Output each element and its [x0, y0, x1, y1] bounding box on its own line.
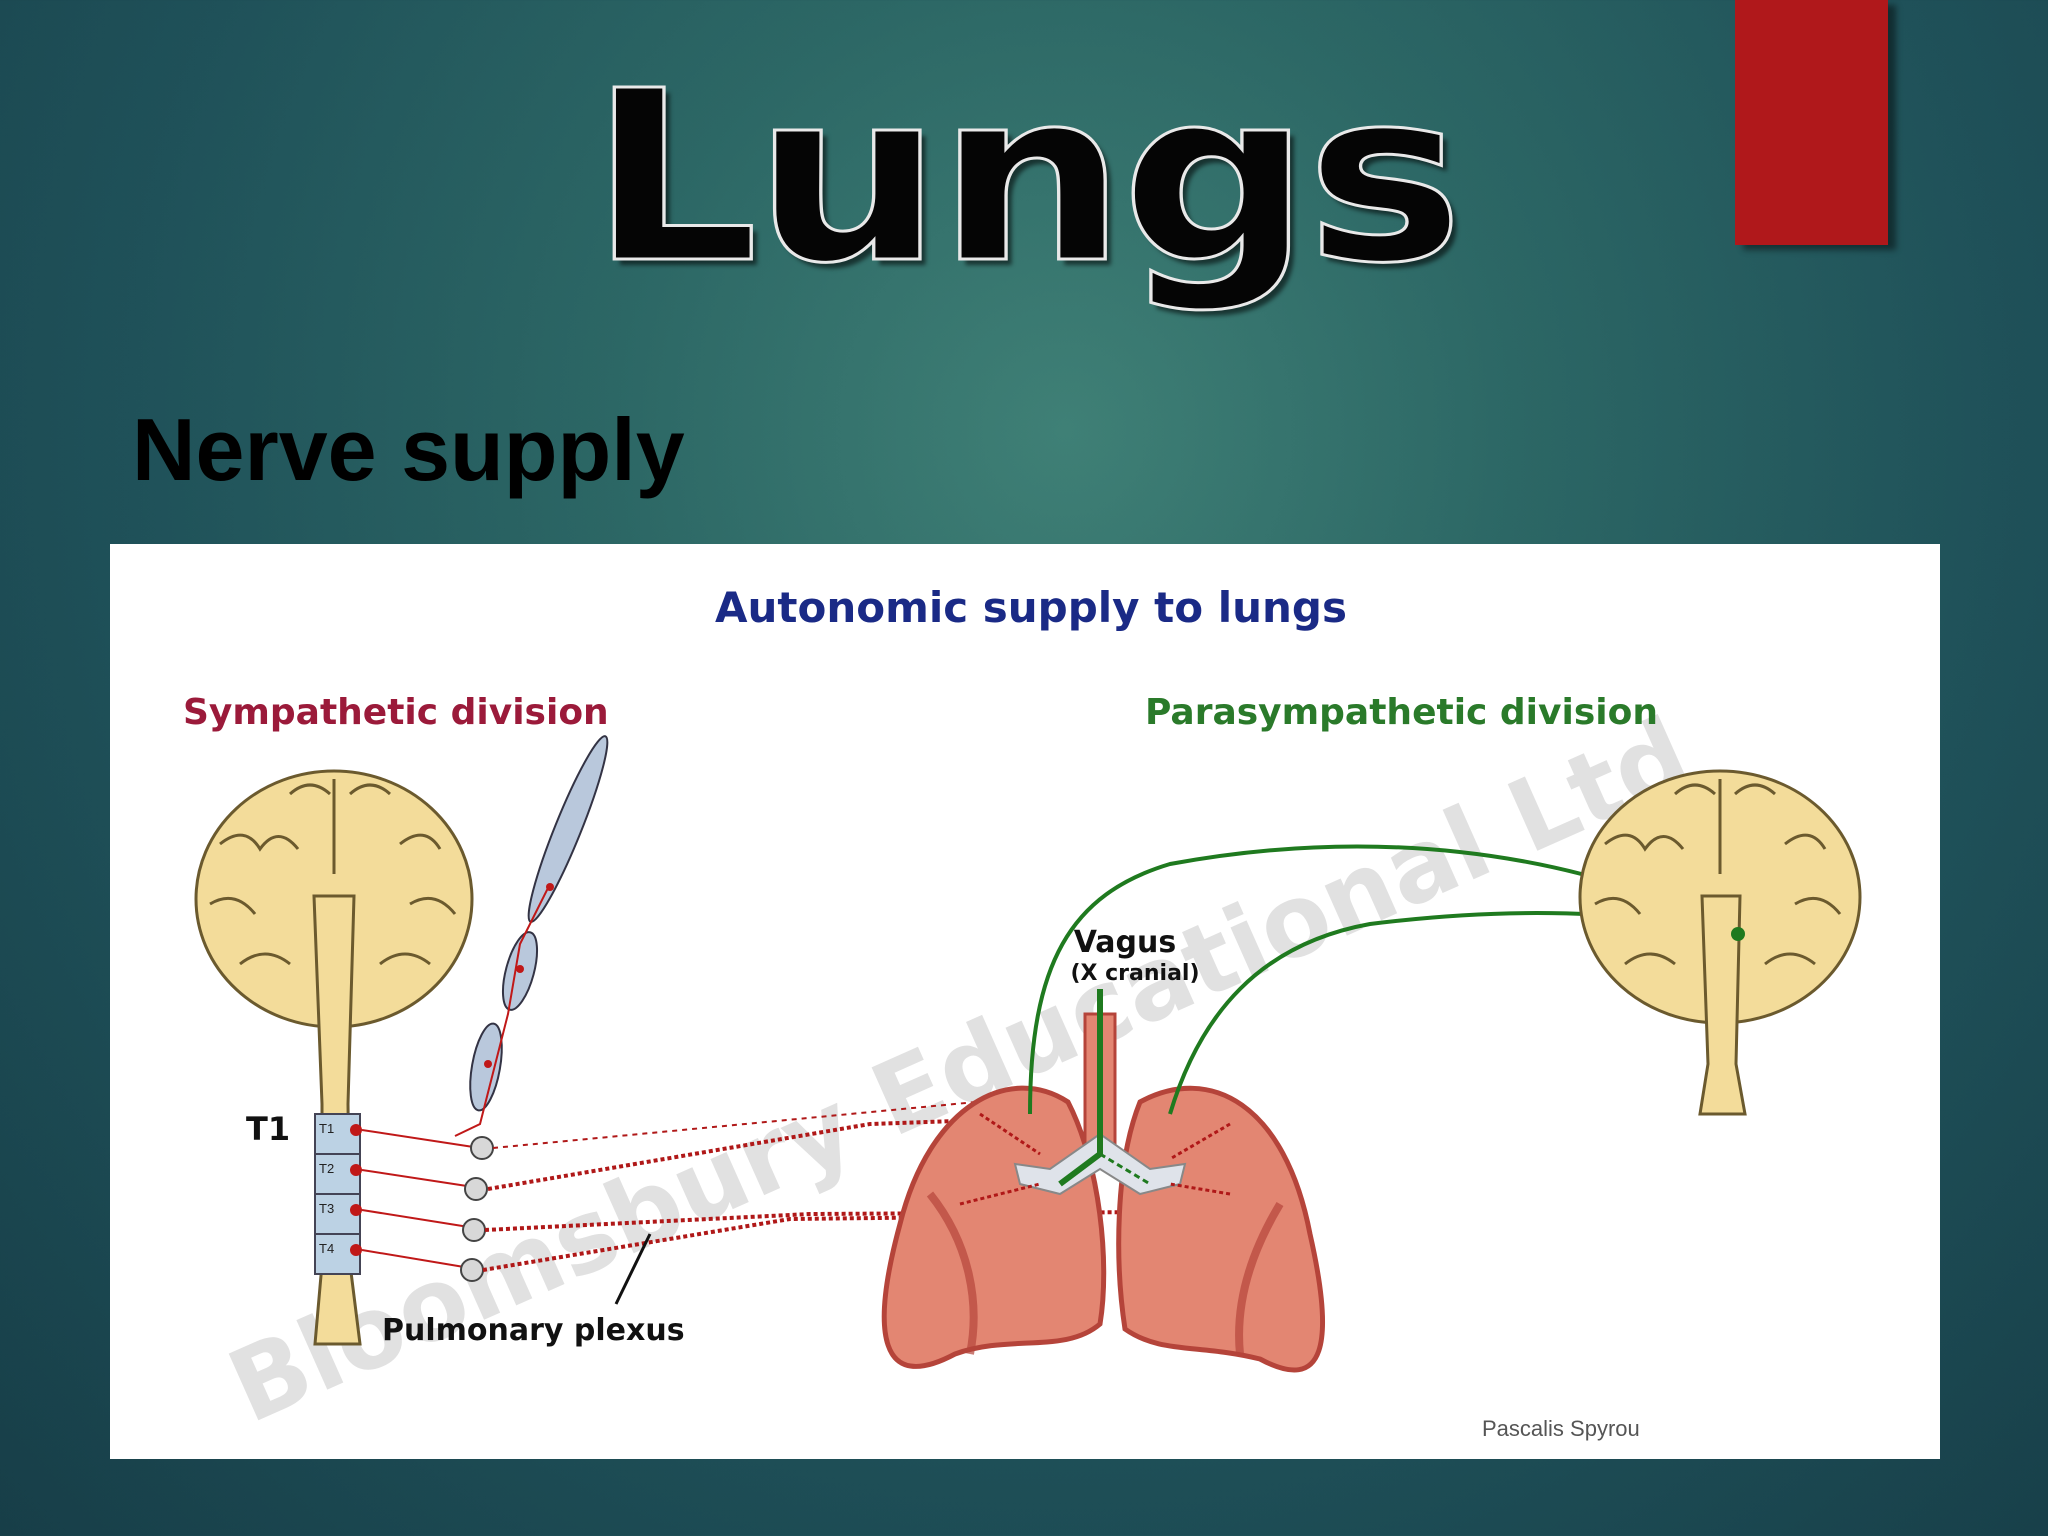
slide-title: Lungs — [588, 40, 1465, 315]
section-heading: Nerve supply — [132, 400, 685, 499]
lungs-icon — [881, 1012, 1326, 1373]
autonomic-diagram: Bloomsbury Educational Ltd Autonomic sup… — [110, 544, 1940, 1459]
sympathetic-label: Sympathetic division — [183, 692, 609, 733]
vagus-label: Vagus — [1074, 925, 1177, 960]
plexus-pointer — [614, 1233, 652, 1305]
diagram-heading: Autonomic supply to lungs — [715, 583, 1347, 632]
segment-t3: T3 — [319, 1201, 334, 1216]
right-brain-icon — [1578, 769, 1862, 1116]
vagus-sublabel: (X cranial) — [1070, 961, 1199, 986]
segment-t1: T1 — [319, 1121, 334, 1136]
sympathetic-chain — [454, 735, 609, 1137]
plexus-label: Pulmonary plexus — [382, 1313, 685, 1348]
segment-t2: T2 — [319, 1161, 334, 1176]
diagram-canvas: Bloomsbury Educational Ltd Autonomic sup… — [183, 583, 1862, 1446]
segment-t4: T4 — [319, 1241, 334, 1256]
credit: Pascalis Spyrou — [1482, 1416, 1640, 1441]
parasympathetic-label: Parasympathetic division — [1145, 692, 1658, 733]
accent-bar — [1735, 0, 1888, 245]
t1-label: T1 — [246, 1110, 290, 1148]
